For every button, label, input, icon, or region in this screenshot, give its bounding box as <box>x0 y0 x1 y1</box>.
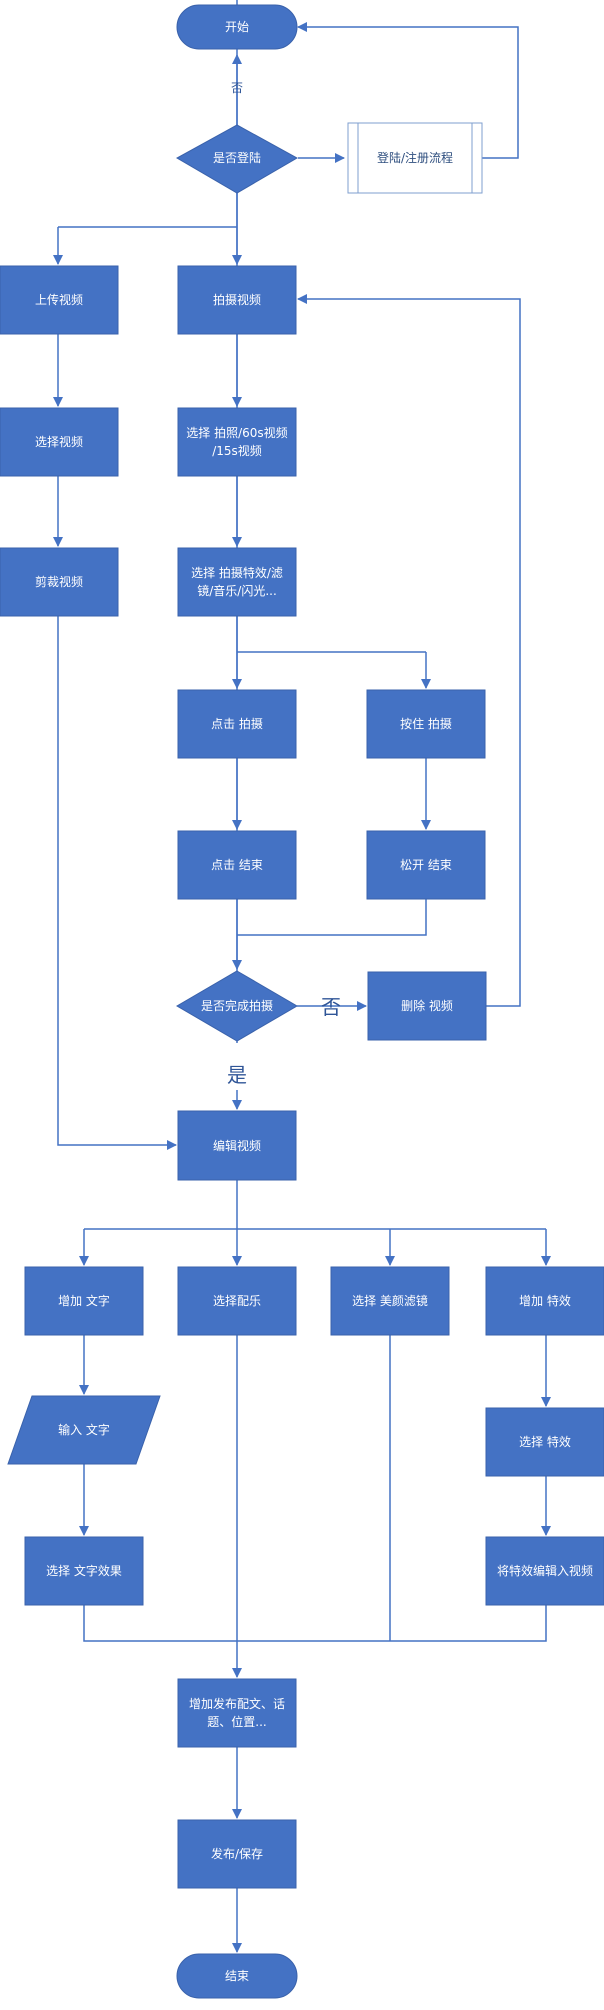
end-label: 结束 <box>225 1969 249 1983</box>
edit-video-label: 编辑视频 <box>213 1138 261 1153</box>
add-caption-line-1: 增加发布配文、话 <box>189 1696 285 1711</box>
decision-logged-in: 是否登陆 <box>175 124 299 194</box>
decision-shoot-done-label: 是否完成拍摄 <box>201 998 273 1013</box>
select-effect-label: 选择 特效 <box>519 1434 571 1449</box>
choose-mode-line-2: /15s视频 <box>212 443 262 458</box>
tap-end-label: 点击 结束 <box>211 858 263 872</box>
edge-merge-bottom <box>83 1605 547 1642</box>
delete-video-box: 删除 视频 <box>367 971 487 1041</box>
publish-box: 发布/保存 <box>177 1819 297 1889</box>
add-effect-label: 增加 特效 <box>519 1293 571 1308</box>
add-text-label: 增加 文字 <box>58 1293 110 1308</box>
tap-shoot-label: 点击 拍摄 <box>211 716 263 731</box>
release-end-box: 松开 结束 <box>366 830 486 900</box>
text-style-box: 选择 文字效果 <box>24 1536 144 1606</box>
input-text-io: 输入 文字 <box>7 1395 161 1465</box>
add-effect-box: 增加 特效 <box>485 1266 604 1336</box>
choose-beauty-box: 选择 美颜滤镜 <box>330 1266 450 1336</box>
decision-shoot-done: 是否完成拍摄 <box>176 970 298 1042</box>
add-text-box: 增加 文字 <box>24 1266 144 1336</box>
clip-video-label: 剪裁视频 <box>35 574 83 589</box>
upload-video-label: 上传视频 <box>35 292 83 307</box>
edge-label-not-logged: 否 <box>231 81 243 95</box>
input-text-label: 输入 文字 <box>58 1422 110 1437</box>
edge-release-to-merge <box>237 899 427 936</box>
add-caption-line-2: 题、位置... <box>207 1714 266 1729</box>
apply-effect-box: 将特效编辑入视频 <box>485 1536 604 1606</box>
login-flow-label: 登陆/注册流程 <box>377 150 453 165</box>
hold-shoot-box: 按住 拍摄 <box>366 689 486 759</box>
choose-music-box: 选择配乐 <box>177 1266 297 1336</box>
select-effect-box: 选择 特效 <box>485 1407 604 1477</box>
choose-mode-line-1: 选择 拍照/60s视频 <box>186 425 287 440</box>
choose-beauty-label: 选择 美颜滤镜 <box>352 1293 428 1308</box>
select-video-box: 选择视频 <box>0 407 119 477</box>
publish-label: 发布/保存 <box>211 1846 263 1861</box>
edge-delete-to-shoot <box>297 294 521 1007</box>
select-video-label: 选择视频 <box>35 434 83 449</box>
upload-video-box: 上传视频 <box>0 265 119 335</box>
choose-effects-box: 选择 拍摄特效/滤 镜/音乐/闪光... <box>177 547 297 617</box>
edge-clip-to-edit <box>57 616 177 1150</box>
login-flow-process: 登陆/注册流程 <box>347 122 483 194</box>
hold-shoot-label: 按住 拍摄 <box>400 716 452 731</box>
choose-effects-line-1: 选择 拍摄特效/滤 <box>191 565 283 580</box>
apply-effect-label: 将特效编辑入视频 <box>497 1563 593 1578</box>
edge-label-not-done: 否 <box>321 995 341 1019</box>
edit-video-box: 编辑视频 <box>177 1110 297 1181</box>
decision-logged-in-label: 是否登陆 <box>213 150 261 165</box>
add-caption-box: 增加发布配文、话 题、位置... <box>177 1678 297 1748</box>
edge-login-to-start <box>297 22 519 159</box>
clip-video-box: 剪裁视频 <box>0 547 119 617</box>
end-terminal: 结束 <box>176 1953 298 1999</box>
edge-label-done: 是 <box>227 1063 247 1087</box>
choose-music-label: 选择配乐 <box>213 1294 261 1308</box>
tap-end-box: 点击 结束 <box>177 830 297 900</box>
text-style-label: 选择 文字效果 <box>46 1563 122 1578</box>
release-end-label: 松开 结束 <box>400 858 452 872</box>
tap-shoot-box: 点击 拍摄 <box>177 689 297 759</box>
shoot-video-box: 拍摄视频 <box>177 265 297 335</box>
shoot-video-label: 拍摄视频 <box>213 292 261 307</box>
start-label: 开始 <box>225 20 249 34</box>
start-terminal: 开始 <box>176 4 298 50</box>
choose-mode-box: 选择 拍照/60s视频 /15s视频 <box>177 407 297 477</box>
choose-effects-line-2: 镜/音乐/闪光... <box>197 583 277 598</box>
delete-video-label: 删除 视频 <box>401 998 453 1013</box>
